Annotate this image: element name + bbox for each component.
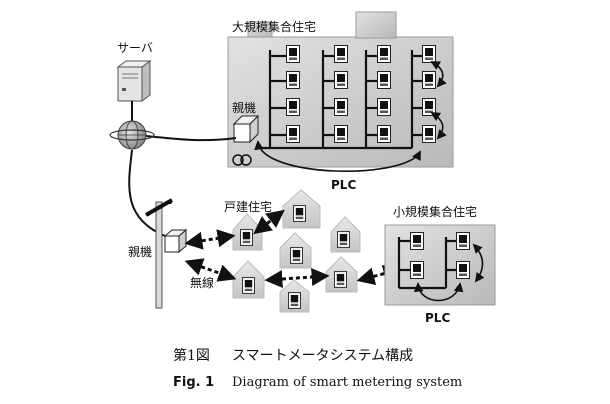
meter-icon xyxy=(334,125,348,143)
utility-pole-icon xyxy=(145,198,173,309)
server-icon xyxy=(116,60,152,102)
meter-icon xyxy=(422,98,436,116)
large-apartment-building xyxy=(227,11,454,168)
meter-icon xyxy=(286,125,300,143)
building-wiring xyxy=(256,50,422,150)
small-apartment-building xyxy=(384,224,496,306)
meter-icon xyxy=(456,232,470,250)
plc-label-large: PLC xyxy=(331,178,356,192)
transformer-icon xyxy=(232,154,252,166)
meter-icon xyxy=(334,271,347,288)
meter-icon xyxy=(422,45,436,63)
meter-icon xyxy=(242,277,255,294)
meter-icon xyxy=(288,292,301,309)
wireless-arrows xyxy=(184,209,402,288)
meter-icon xyxy=(240,229,253,246)
meter-icon xyxy=(337,231,350,248)
meter-icon xyxy=(377,125,391,143)
meter-icon xyxy=(377,98,391,116)
parent-unit-box-icon xyxy=(232,114,260,144)
meter-icon xyxy=(410,261,424,279)
caption-jp-number: 第1図 xyxy=(173,347,210,364)
meter-icon xyxy=(334,71,348,89)
pole-parent-unit-icon xyxy=(163,228,188,254)
meter-icon xyxy=(286,98,300,116)
meter-icon xyxy=(422,125,436,143)
meter-icon xyxy=(422,71,436,89)
figure-caption: 第1図 スマートメータシステム構成 Fig. 1 Diagram of smar… xyxy=(173,347,462,390)
plc-label-small: PLC xyxy=(425,311,450,325)
small-complex-label: 小規模集合住宅 xyxy=(393,204,477,219)
detached-house-label: 戸建住宅 xyxy=(224,199,272,214)
meter-icon xyxy=(286,45,300,63)
meter-icon xyxy=(334,98,348,116)
network-lines xyxy=(128,101,237,237)
server-label: サーバ xyxy=(117,41,153,55)
meter-icon xyxy=(286,71,300,89)
caption-en-title: Diagram of smart metering system xyxy=(232,375,462,390)
plc-arrows-small xyxy=(413,243,485,302)
meter-icon xyxy=(290,247,303,264)
meter-icon xyxy=(334,45,348,63)
meter-icon xyxy=(410,232,424,250)
meter-icon xyxy=(377,71,391,89)
large-complex-label: 大規模集合住宅 xyxy=(232,19,316,34)
meter-icon xyxy=(293,205,306,222)
meter-icon xyxy=(456,261,470,279)
meter-icon xyxy=(377,45,391,63)
plc-arrows-large xyxy=(254,61,447,172)
wireless-label: 無線 xyxy=(190,275,214,290)
internet-globe-icon xyxy=(109,120,155,150)
caption-en-number: Fig. 1 xyxy=(173,375,214,390)
parent-unit-label-top: 親機 xyxy=(232,100,256,115)
caption-jp-title: スマートメータシステム構成 xyxy=(232,348,413,364)
parent-unit-label-pole: 親機 xyxy=(128,244,152,259)
